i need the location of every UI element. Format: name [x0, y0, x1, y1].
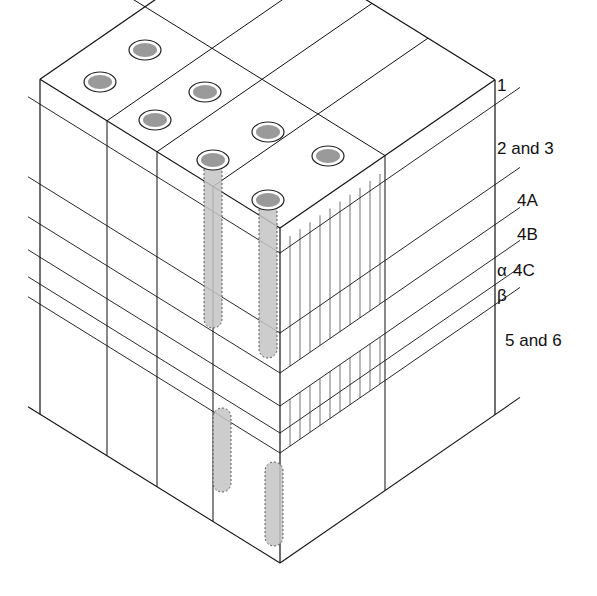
block-edge	[39, 79, 40, 414]
dominance-stripe	[340, 202, 341, 332]
layer-label: β	[497, 287, 507, 304]
layer-boundary	[28, 177, 280, 333]
blob-column	[265, 462, 283, 546]
block-edge	[40, 79, 280, 228]
dominance-stripe	[380, 337, 381, 384]
dominance-stripe	[360, 351, 361, 398]
blob	[133, 43, 157, 57]
blob-column	[213, 408, 231, 492]
block-edge	[494, 80, 495, 415]
blob	[316, 149, 340, 163]
dominance-stripe	[290, 399, 291, 446]
blob	[143, 113, 167, 127]
layer-label: 4A	[517, 192, 538, 209]
dominance-stripe	[330, 209, 331, 339]
layer-label: α	[497, 262, 507, 279]
layer-label: 5 and 6	[505, 332, 562, 349]
dominance-stripe	[320, 215, 321, 345]
layer-boundary	[280, 207, 520, 373]
layer-label: 1	[497, 77, 506, 94]
dominance-stripe	[340, 365, 341, 412]
dominance-stripe	[300, 229, 301, 359]
block-edge	[280, 397, 520, 563]
blob-outline	[252, 122, 284, 142]
blob-outline	[84, 72, 116, 92]
blob	[88, 75, 112, 89]
blob	[193, 85, 217, 99]
blob-outline	[252, 190, 284, 210]
blob-outline	[312, 146, 344, 166]
dominance-stripe	[350, 195, 351, 325]
dominance-stripe	[310, 385, 311, 432]
blob-outline	[189, 82, 221, 102]
layer-boundary	[28, 97, 280, 253]
blob-column	[204, 160, 222, 328]
dominance-stripe	[360, 188, 361, 318]
top-grid-line	[157, 3, 372, 151]
block-edge	[28, 407, 280, 563]
dominance-stripe	[370, 181, 371, 311]
column-boundary	[157, 152, 158, 487]
dominance-stripe	[300, 392, 301, 439]
blob-outline	[129, 40, 161, 60]
layer-boundary	[280, 287, 520, 453]
layer-boundary	[280, 240, 520, 406]
blob-column	[259, 200, 277, 358]
blob-outline	[139, 110, 171, 130]
blob	[256, 125, 280, 139]
dominance-stripe	[330, 372, 331, 419]
layer-boundary	[280, 87, 520, 253]
layer-boundary	[28, 250, 280, 406]
top-grid-line	[85, 0, 385, 156]
blob	[201, 153, 225, 167]
dominance-stripe	[290, 236, 291, 366]
dominance-stripe	[380, 174, 381, 304]
block-edge	[195, 0, 495, 80]
layer-label: 4C	[513, 262, 535, 279]
dominance-stripe	[350, 358, 351, 405]
layer-boundary	[280, 267, 520, 433]
block-edge	[280, 80, 495, 228]
dominance-stripe	[320, 378, 321, 425]
dominance-stripe	[310, 222, 311, 352]
layer-boundary	[280, 167, 520, 333]
column-boundary	[385, 156, 386, 491]
layer-boundary	[28, 217, 280, 373]
blob-outline	[197, 150, 229, 170]
block-edge	[40, 0, 300, 79]
blob	[256, 193, 280, 207]
layer-label: 2 and 3	[497, 140, 554, 157]
layer-label: 4B	[517, 226, 538, 243]
column-boundary	[107, 121, 108, 456]
layer-boundary	[28, 277, 280, 433]
dominance-stripe	[370, 344, 371, 391]
top-grid-line	[213, 38, 428, 186]
